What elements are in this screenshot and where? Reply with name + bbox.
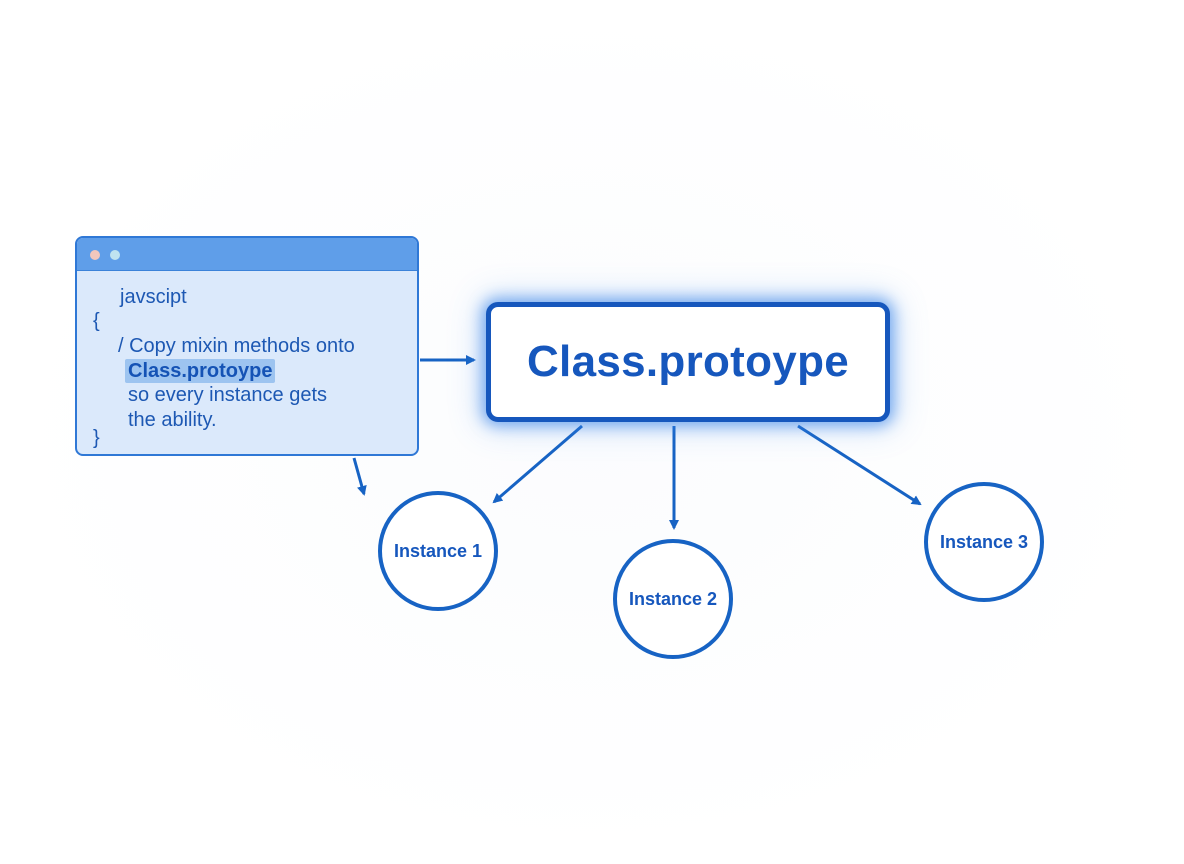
arrow-prototype-to-instance-3 — [797, 424, 922, 506]
window-control-dot-icon — [90, 250, 100, 260]
code-line-comment-end: the ability. — [128, 409, 217, 431]
instance-node-3: Instance 3 — [924, 482, 1044, 602]
code-line-comment-cont: so every instance gets — [128, 384, 327, 406]
instance-node-1: Instance 1 — [378, 491, 498, 611]
window-titlebar — [77, 238, 417, 271]
code-line-close-brace: } — [93, 427, 100, 449]
instance-node-2: Instance 2 — [613, 539, 733, 659]
code-editor-window: javscipt { / Copy mixin methods onto Cla… — [75, 236, 419, 456]
code-line-highlighted: Class.protoype — [125, 359, 276, 383]
instance-label: Instance 1 — [393, 540, 483, 561]
instance-label: Instance 2 — [628, 588, 718, 609]
window-control-dot-icon — [110, 250, 120, 260]
prototype-node: Class.protoype — [486, 302, 890, 422]
instance-label: Instance 3 — [939, 531, 1029, 552]
arrow-prototype-to-instance-1 — [492, 424, 583, 504]
code-line-comment: / Copy mixin methods onto — [118, 335, 355, 357]
code-line-open-brace: { — [93, 310, 100, 332]
code-line-language: javscipt — [120, 286, 187, 308]
prototype-label: Class.protoype — [526, 337, 850, 386]
arrow-code-to-instance-1 — [352, 457, 367, 496]
